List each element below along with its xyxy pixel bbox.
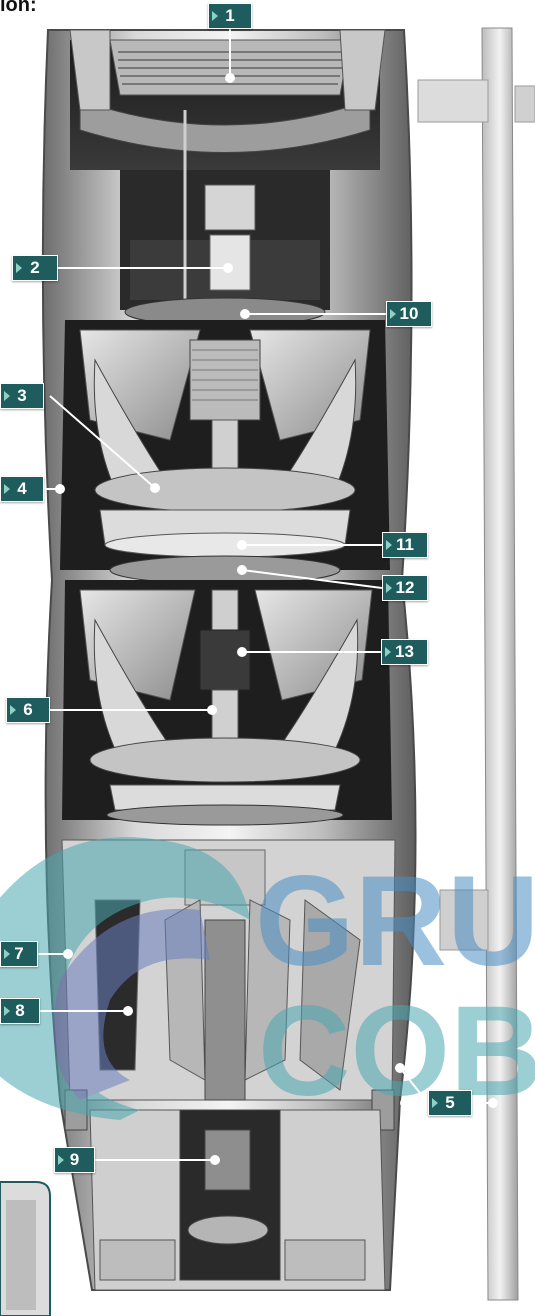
leader-lines [38, 28, 498, 1165]
partial-heading: ion: [0, 0, 37, 16]
callout-1: 1 [208, 3, 252, 29]
stage-1-diffuser [60, 320, 390, 585]
callout-10: 10 [386, 301, 432, 327]
stage-2-diffuser [62, 580, 392, 826]
callout-7: 7 [0, 941, 38, 967]
callout-2: 2 [12, 255, 58, 281]
cable-guard-rail [417, 27, 535, 1301]
callout-5: 5 [428, 1090, 472, 1116]
callout-13: 13 [381, 639, 428, 665]
callout-4: 4 [0, 476, 44, 502]
motor-coupling-area [89, 1109, 386, 1291]
callout-11: 11 [382, 532, 428, 558]
inset-frame [0, 1181, 51, 1316]
callout-8: 8 [0, 998, 40, 1024]
callout-3: 3 [0, 383, 44, 409]
callout-9: 9 [54, 1147, 95, 1173]
watermark-line-2: COB [258, 980, 535, 1123]
callout-6: 6 [6, 697, 50, 723]
discharge-head [69, 29, 386, 170]
watermark: GRU COB [0, 837, 535, 1123]
watermark-line-1: GRU [255, 850, 535, 993]
callout-12: 12 [382, 575, 428, 601]
